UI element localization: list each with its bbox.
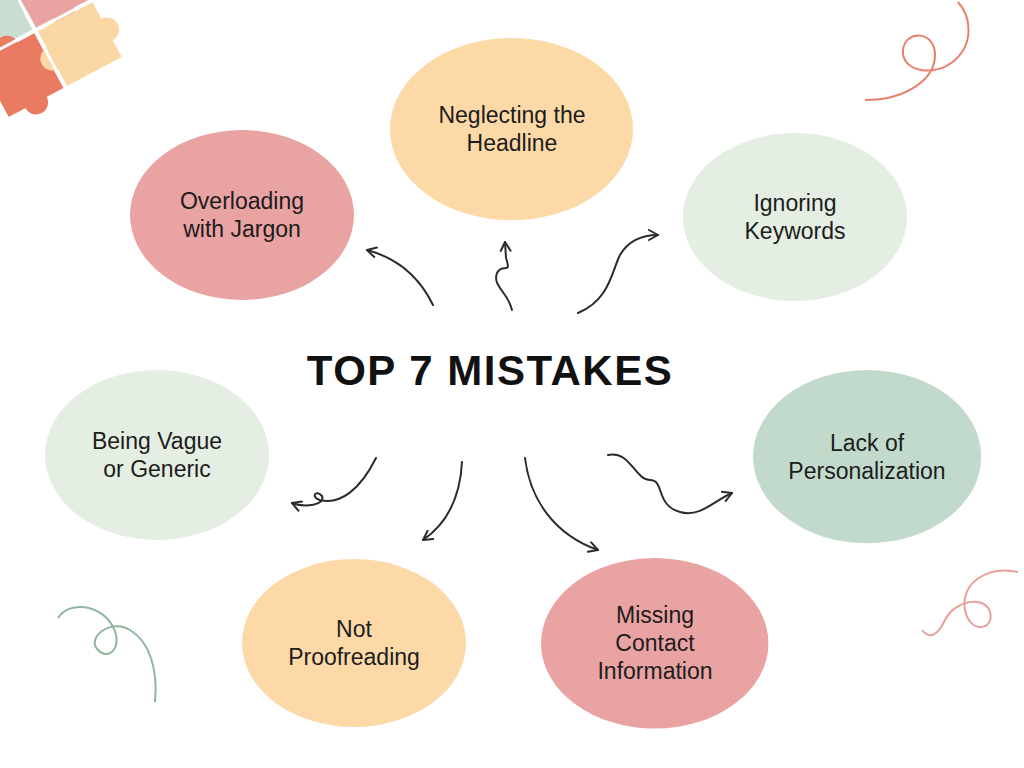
bubble-ellipse	[753, 370, 981, 543]
arrow-group	[292, 235, 732, 550]
arrow	[608, 454, 732, 513]
swirl	[58, 607, 156, 702]
arrow	[525, 458, 598, 550]
bubble-ellipse	[242, 559, 466, 727]
mistake-bubble: Neglecting the Headline	[390, 38, 633, 220]
bubble-text: Not Proofreading	[279, 615, 429, 671]
mistake-bubble: Lack of Personalization	[753, 370, 981, 543]
arrow	[496, 242, 512, 310]
mistake-bubble: Not Proofreading	[242, 559, 466, 727]
bubble-text: Being Vague or Generic	[85, 427, 230, 483]
arrow	[423, 462, 462, 540]
diagram-title: TOP 7 MISTAKES	[307, 347, 673, 395]
bubble-ellipse	[130, 130, 354, 300]
arrow	[367, 250, 433, 305]
arrow	[292, 458, 376, 505]
puzzle-knob	[20, 86, 52, 118]
puzzle-piece	[38, 2, 122, 86]
bubble-shape	[242, 559, 466, 727]
bubble-ellipse	[683, 133, 907, 301]
bubble-text: Neglecting the Headline	[417, 101, 607, 157]
bubble-shape	[130, 130, 354, 300]
bubble-text: Ignoring Keywords	[720, 189, 870, 245]
mistake-label: Being Vague or Generic	[85, 427, 230, 483]
mistake-bubble: Ignoring Keywords	[683, 133, 907, 301]
bubble-text: Overloading with Jargon	[162, 187, 322, 243]
mistake-label: Neglecting the Headline	[417, 101, 607, 157]
puzzle-illustration	[0, 0, 138, 128]
mistake-bubble: Missing Contact Information	[541, 558, 768, 729]
bubble-shape	[753, 370, 981, 543]
mistake-label: Overloading with Jargon	[162, 187, 322, 243]
bubble-ellipse	[390, 38, 633, 220]
puzzle-seam	[5, 0, 65, 87]
bubble-text: Lack of Personalization	[779, 429, 954, 485]
mistake-bubble: Overloading with Jargon	[130, 130, 354, 300]
bubble-shape	[683, 133, 907, 301]
bubble-shape	[45, 370, 269, 540]
bubble-ellipse	[541, 558, 768, 729]
mistake-label: Ignoring Keywords	[720, 189, 870, 245]
puzzle-knob	[36, 42, 68, 74]
swirl	[922, 571, 1018, 636]
arrow	[578, 235, 658, 313]
bubble-text: Missing Contact Information	[580, 601, 730, 685]
bubble-ellipse	[45, 370, 269, 540]
mistake-label: Not Proofreading	[279, 615, 429, 671]
mistake-label: Missing Contact Information	[580, 601, 730, 685]
swirl	[865, 2, 969, 100]
puzzle-knob	[91, 13, 123, 45]
mistake-bubble: Being Vague or Generic	[45, 370, 269, 540]
puzzle-seam	[0, 0, 92, 60]
bubble-shape	[390, 38, 633, 220]
mistake-label: Lack of Personalization	[779, 429, 954, 485]
